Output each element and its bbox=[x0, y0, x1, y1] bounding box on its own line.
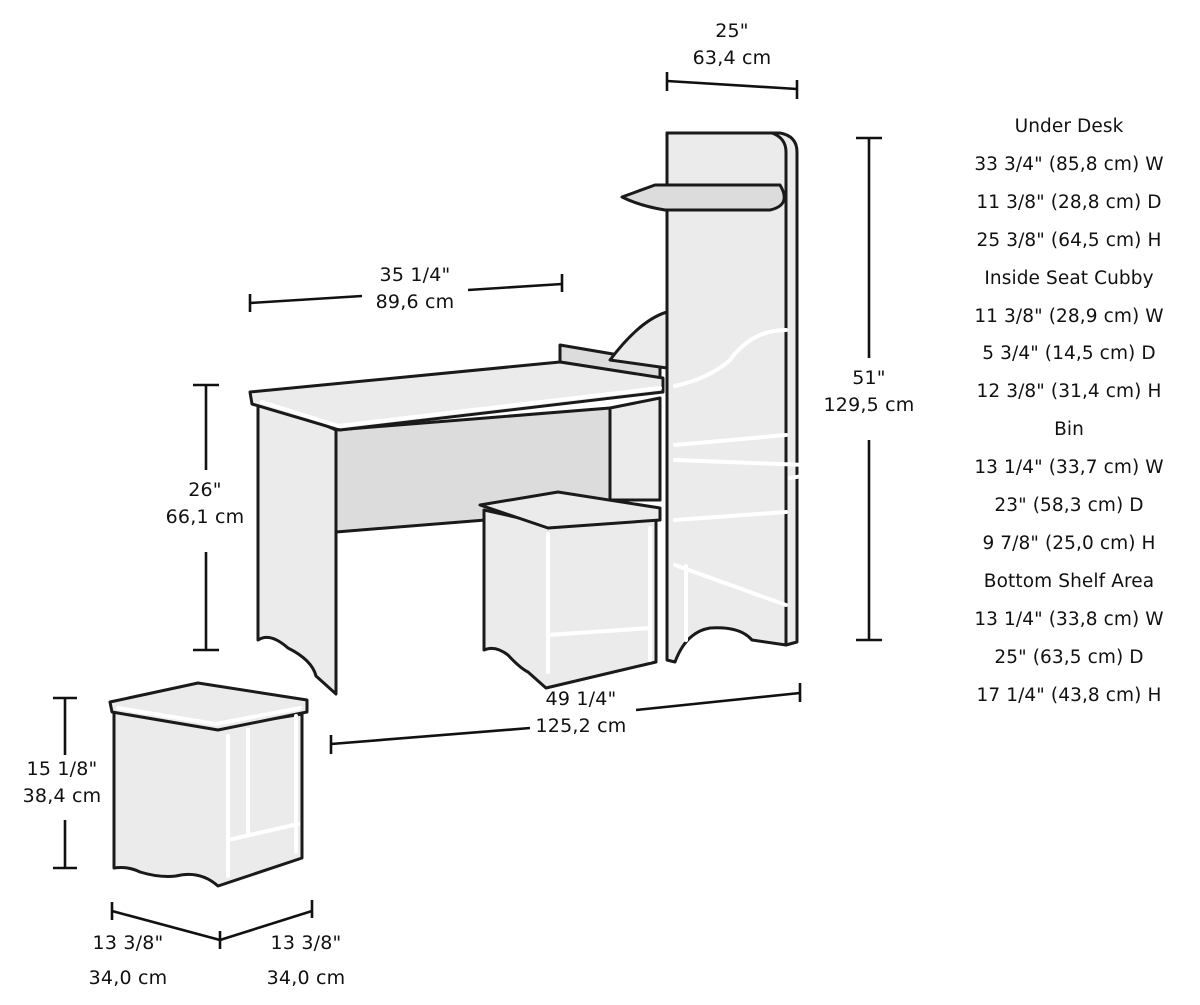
dim-desk-height-label: 26" 66,1 cm bbox=[150, 477, 260, 531]
spec-title: Under Desk bbox=[1014, 116, 1124, 137]
dim-tower-width-metric: 63,4 cm bbox=[692, 47, 772, 69]
tower-shelf-2 bbox=[673, 510, 788, 522]
storage-tower bbox=[620, 131, 811, 664]
spec-line: 25" (63,5 cm) D bbox=[994, 646, 1144, 668]
spec-title: Bottom Shelf Area bbox=[983, 570, 1155, 592]
dim-overall-width-imperial: 49 1/4" bbox=[545, 688, 617, 710]
spec-line: 11 3/8" (28,8 cm) D bbox=[976, 191, 1162, 213]
spec-line: 23" (58,3 cm) D bbox=[994, 495, 1144, 517]
spec-line: 11 3/8" (28,9 cm) W bbox=[974, 305, 1164, 327]
dim-stool-depth-label: 13 3/8" 34,0 cm bbox=[254, 926, 358, 996]
dim-desk-width-metric: 89,6 cm bbox=[375, 291, 455, 313]
dim-stool-depth-metric: 34,0 cm bbox=[266, 967, 346, 989]
dim-stool-width-label: 13 3/8" 34,0 cm bbox=[76, 926, 180, 996]
spec-title: Inside Seat Cubby bbox=[984, 267, 1154, 289]
spec-list: Under Desk 33 3/4" (85,8 cm) W 11 3/8" (… bbox=[935, 108, 1200, 715]
stool-standalone bbox=[108, 681, 309, 888]
tower-bin-wave bbox=[673, 328, 788, 388]
spec-title: Bin bbox=[1054, 419, 1084, 441]
dim-stool-height-imperial: 15 1/8" bbox=[26, 758, 98, 780]
dim-stool-depth-line bbox=[219, 900, 314, 942]
desk-top bbox=[248, 360, 665, 432]
desk-side-fin bbox=[608, 310, 669, 370]
desk-left-leg bbox=[256, 394, 338, 696]
spec-group-under-desk: Under Desk 33 3/4" (85,8 cm) W 11 3/8" (… bbox=[935, 108, 1200, 260]
dim-tower-height-metric: 129,5 cm bbox=[823, 394, 915, 416]
desk-top-edge bbox=[260, 386, 662, 428]
dim-stool-width-metric: 34,0 cm bbox=[88, 967, 168, 989]
stool-tucked-opening bbox=[546, 526, 652, 674]
dim-tower-width-label: 25" 63,4 cm bbox=[660, 18, 804, 72]
spec-line: 12 3/8" (31,4 cm) H bbox=[976, 381, 1162, 403]
spec-line: 5 3/4" (14,5 cm) D bbox=[982, 343, 1156, 365]
dimension-lines bbox=[53, 72, 882, 949]
dim-overall-width-metric: 125,2 cm bbox=[535, 715, 627, 737]
dim-desk-width-imperial: 35 1/4" bbox=[379, 264, 451, 286]
dim-tower-width-imperial: 25" bbox=[715, 20, 749, 42]
dim-desk-width-line bbox=[248, 274, 564, 312]
dim-stool-height-line bbox=[53, 696, 77, 870]
dim-stool-height-metric: 38,4 cm bbox=[22, 785, 102, 807]
dim-tower-height-label: 51" 129,5 cm bbox=[812, 365, 926, 419]
spec-line: 13 1/4" (33,8 cm) W bbox=[974, 608, 1164, 630]
dim-tower-height-imperial: 51" bbox=[852, 367, 886, 389]
dim-stool-width-imperial: 13 3/8" bbox=[92, 932, 164, 954]
spec-line: 13 1/4" (33,7 cm) W bbox=[974, 457, 1164, 479]
desk-right-leg bbox=[608, 396, 662, 502]
dim-desk-height-line bbox=[193, 383, 219, 652]
dim-desk-height-metric: 66,1 cm bbox=[165, 506, 245, 528]
spec-line: 17 1/4" (43,8 cm) H bbox=[976, 684, 1162, 706]
spec-group-inside-seat-cubby: Inside Seat Cubby 11 3/8" (28,9 cm) W 5 … bbox=[935, 260, 1200, 412]
tower-shelf-1 bbox=[673, 433, 811, 480]
spec-line: 33 3/4" (85,8 cm) W bbox=[974, 153, 1164, 175]
stool-top bbox=[108, 681, 309, 732]
spec-line: 9 7/8" (25,0 cm) H bbox=[982, 532, 1156, 554]
dim-desk-width-label: 35 1/4" 89,6 cm bbox=[345, 262, 485, 316]
stool-body bbox=[112, 706, 304, 888]
spec-line: 25 3/8" (64,5 cm) H bbox=[976, 229, 1162, 251]
tower-top-shelf bbox=[620, 183, 786, 212]
stool-tucked-body bbox=[482, 508, 658, 690]
dim-tower-height-line bbox=[856, 136, 882, 642]
tower-side-panel bbox=[665, 131, 788, 664]
stool-top-edge bbox=[116, 706, 302, 726]
dim-overall-width-line bbox=[329, 683, 802, 754]
dim-stool-height-label: 15 1/8" 38,4 cm bbox=[6, 756, 118, 810]
spec-group-bottom-shelf-area: Bottom Shelf Area 13 1/4" (33,8 cm) W 25… bbox=[935, 563, 1200, 715]
tower-shelf-3 bbox=[673, 563, 788, 642]
desk bbox=[248, 310, 669, 696]
stool-tucked-top bbox=[478, 490, 662, 530]
spec-group-bin: Bin 13 1/4" (33,7 cm) W 23" (58,3 cm) D … bbox=[935, 411, 1200, 563]
dim-overall-width-label: 49 1/4" 125,2 cm bbox=[520, 686, 642, 740]
stool-tucked bbox=[478, 490, 662, 690]
dim-stool-depth-imperial: 13 3/8" bbox=[270, 932, 342, 954]
dim-tower-width-line bbox=[665, 72, 799, 99]
stool-opening bbox=[226, 714, 300, 878]
dim-desk-height-imperial: 26" bbox=[188, 479, 222, 501]
